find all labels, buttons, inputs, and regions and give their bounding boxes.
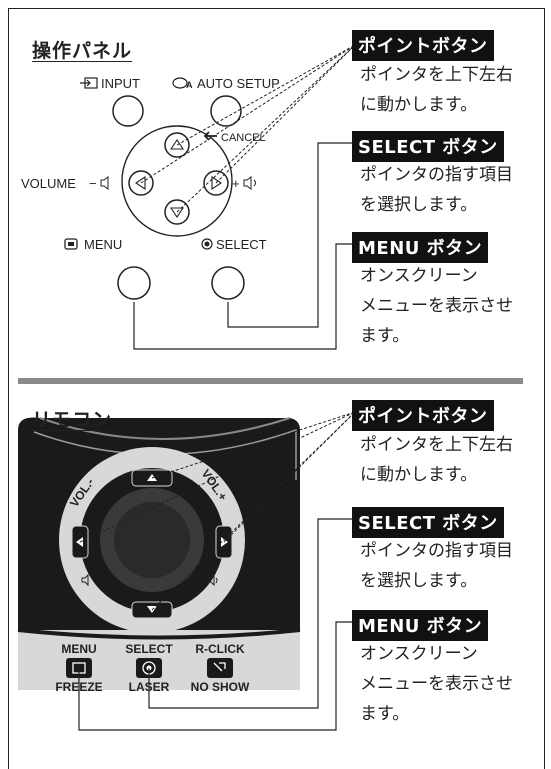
remote-menu-leader bbox=[78, 621, 352, 731]
remote-pointer-button-tag: ポイントボタン bbox=[352, 400, 494, 431]
remote-menu-desc-line-1: オンスクリーン bbox=[360, 644, 478, 664]
cancel-icon bbox=[203, 131, 217, 141]
remote-rclick-icon bbox=[213, 662, 226, 672]
remote-speaker-minus-icon bbox=[81, 573, 89, 587]
remote-menu-label: MENU bbox=[61, 642, 96, 656]
right-arrow-icon bbox=[211, 175, 222, 191]
remote-select-label: SELECT bbox=[125, 642, 173, 656]
volume-minus-sign: − bbox=[89, 176, 97, 191]
left-arrow-icon bbox=[135, 175, 146, 191]
remote-select-button-tag: SELECT ボタン bbox=[352, 507, 504, 538]
speaker-plus-icon bbox=[243, 176, 256, 190]
menu-label: MENU bbox=[84, 237, 122, 252]
remote-select-desc-line-2: を選択します。 bbox=[360, 571, 478, 591]
down-arrow-icon bbox=[169, 207, 185, 218]
menu-desc-line-1: オンスクリーン bbox=[360, 266, 478, 286]
remote-select-desc: ポインタの指す項目 を選択します。 bbox=[360, 536, 513, 596]
remote-rclick-button[interactable] bbox=[207, 658, 233, 678]
auto-setup-button[interactable] bbox=[210, 95, 242, 127]
panel-select-leader bbox=[227, 142, 352, 328]
up-arrow-icon bbox=[169, 139, 185, 150]
panel-menu-button[interactable] bbox=[117, 266, 151, 300]
input-icon bbox=[80, 77, 98, 89]
remote-menu-desc-line-2: メニューを表示させ bbox=[360, 674, 513, 694]
frame bbox=[8, 8, 545, 769]
auto-setup-label: AUTO SETUP bbox=[197, 76, 280, 91]
select-icon bbox=[201, 238, 213, 250]
select-desc-line-2: を選択します。 bbox=[360, 195, 478, 215]
menu-icon bbox=[64, 238, 78, 250]
panel-select-button[interactable] bbox=[211, 266, 245, 300]
remote-menu-button-tag: MENU ボタン bbox=[352, 610, 489, 641]
pointer-desc-line-2: に動かします。 bbox=[360, 95, 478, 115]
remote-rclick-label: R-CLICK bbox=[195, 642, 245, 656]
section-divider bbox=[18, 378, 523, 384]
panel-menu-leader bbox=[133, 243, 352, 350]
select-desc-line-1: ポインタの指す項目 bbox=[360, 165, 513, 185]
remote-left-arrow-icon bbox=[76, 537, 83, 547]
menu-desc-line-3: ます。 bbox=[360, 326, 410, 346]
select-label: SELECT bbox=[216, 237, 267, 252]
remote-menu-desc: オンスクリーン メニューを表示させ ます。 bbox=[360, 639, 513, 729]
remote-menu-desc-line-3: ます。 bbox=[360, 704, 410, 724]
cancel-label: CANCEL bbox=[221, 132, 266, 144]
panel-title: 操作パネル bbox=[32, 40, 133, 62]
remote-pointer-leaders bbox=[79, 411, 356, 611]
input-button[interactable] bbox=[112, 95, 144, 127]
volume-label: VOLUME bbox=[21, 176, 76, 191]
dpad-ring bbox=[121, 125, 233, 237]
remote-pointer-desc-line-1: ポインタを上下左右 bbox=[360, 435, 513, 455]
control-panel: INPUT A AUTO SETUP CANCEL VOLUME bbox=[21, 44, 356, 350]
pointer-button-tag: ポイントボタン bbox=[352, 30, 494, 61]
menu-desc-line-2: メニューを表示させ bbox=[360, 296, 513, 316]
volume-plus-sign: + bbox=[232, 176, 240, 191]
remote-pointer-desc: ポインタを上下左右 に動かします。 bbox=[360, 430, 513, 490]
auto-setup-icon: A bbox=[172, 77, 193, 90]
remote-select-leader bbox=[148, 518, 352, 709]
select-desc: ポインタの指す項目 を選択します。 bbox=[360, 160, 513, 220]
remote-noshow-label: NO SHOW bbox=[191, 680, 250, 694]
remote-control: VOL.- VOL.+ MENU SELECT R-CLICK bbox=[17, 411, 356, 758]
menu-button-tag: MENU ボタン bbox=[352, 232, 489, 263]
svg-text:A: A bbox=[186, 80, 193, 90]
remote-title: リモコン bbox=[32, 409, 113, 431]
remote-speaker-plus-icon bbox=[207, 573, 218, 587]
select-button-tag: SELECT ボタン bbox=[352, 131, 504, 162]
pointer-desc-line-1: ポインタを上下左右 bbox=[360, 65, 513, 85]
input-label: INPUT bbox=[101, 76, 140, 91]
speaker-minus-icon bbox=[100, 176, 109, 190]
pointer-desc: ポインタを上下左右 に動かします。 bbox=[360, 60, 513, 120]
remote-select-desc-line-1: ポインタの指す項目 bbox=[360, 541, 513, 561]
remote-pointer-desc-line-2: に動かします。 bbox=[360, 465, 478, 485]
panel-pointer-leaders bbox=[140, 44, 356, 213]
menu-desc: オンスクリーン メニューを表示させ ます。 bbox=[360, 261, 513, 351]
